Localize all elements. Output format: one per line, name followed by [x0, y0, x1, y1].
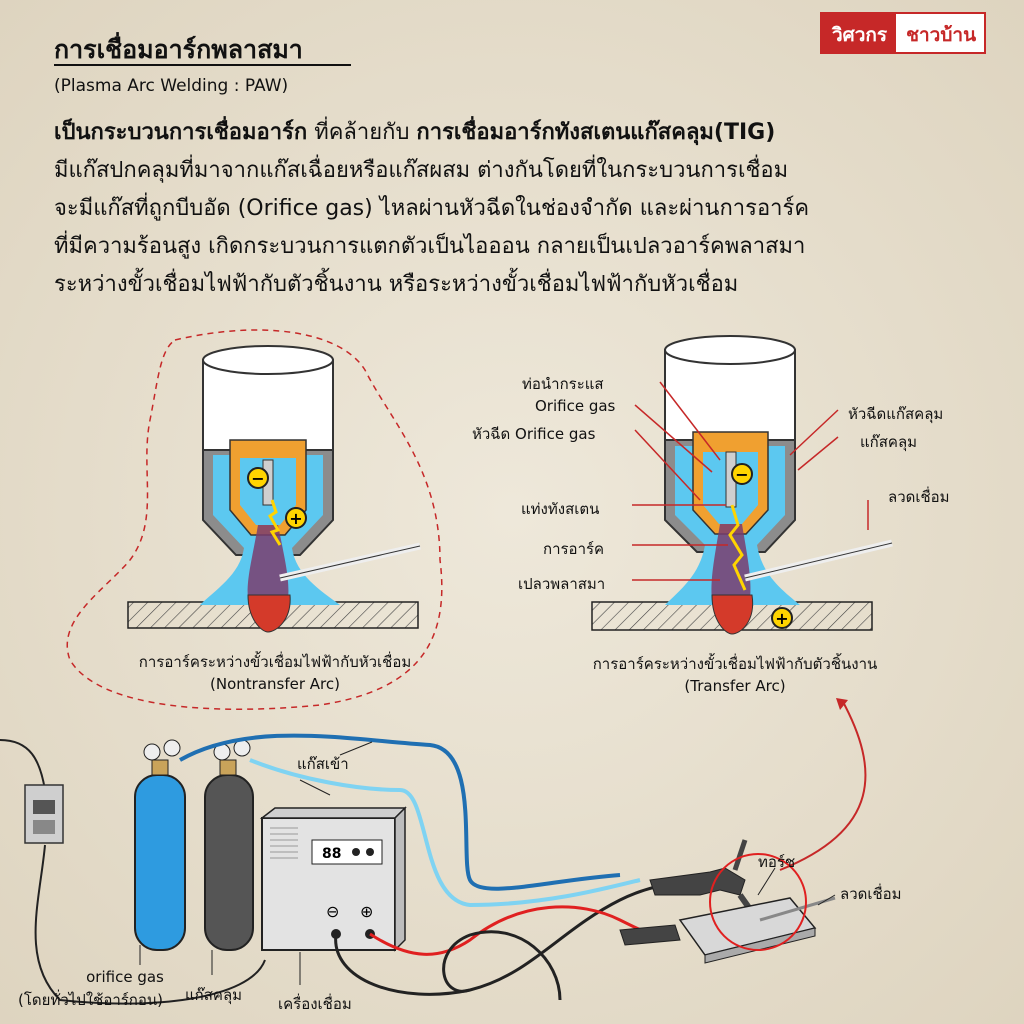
- gas-hose-cyan: [249, 758, 641, 908]
- plus-terminal-label: ⊕: [360, 902, 373, 921]
- label-tungsten: แท่งทังสเตน: [521, 500, 600, 518]
- body-line-4: ที่มีความร้อนสูง เกิดกระบวนการแตกตัวเป็น…: [54, 234, 806, 259]
- body-line-1: เป็นกระบวนการเชื่อมอาร์ก ที่คล้ายกับ การ…: [54, 114, 1004, 152]
- gas-hose-blue: [179, 733, 621, 891]
- welding-torch: [649, 867, 746, 896]
- ground-clamp: [619, 924, 681, 946]
- minus-symbol: −: [251, 469, 264, 488]
- transfer-arc-diagram: − +: [591, 335, 893, 635]
- zoom-circle: [709, 853, 807, 951]
- left-caption: การอาร์คระหว่างขั้วเชื่อมไฟฟ้ากับหัวเชื่…: [138, 653, 412, 671]
- equipment-illustration: 88 ⊖ ⊕: [0, 698, 867, 1005]
- brand-badge: วิศวกร ชาวบ้าน: [820, 12, 987, 54]
- minus-terminal-label: ⊖: [326, 902, 339, 921]
- left-caption-en: (Nontransfer Arc): [210, 675, 340, 693]
- body-line-3: จะมีแก๊สที่ถูกบีบอัด (Orifice gas) ไหลผ่…: [54, 196, 810, 221]
- label-orifice-gas: Orifice gas: [535, 397, 616, 415]
- body-line-5: ระหว่างขั้วเชื่อมไฟฟ้ากับตัวชิ้นงาน หรือ…: [54, 272, 739, 297]
- label-orifice-tank: orifice gas: [86, 968, 164, 986]
- body-line-2: มีแก๊สปกคลุมที่มาจากแก๊สเฉื่อยหรือแก๊สผส…: [54, 158, 789, 183]
- label-filler-rod: ลวดเชื่อม: [840, 885, 902, 903]
- machine-display: 88: [322, 846, 341, 862]
- label-arc: การอาร์ค: [543, 540, 605, 558]
- brand-right: ชาวบ้าน: [906, 24, 977, 46]
- brand-left: วิศวกร: [822, 14, 897, 52]
- label-filler: ลวดเชื่อม: [888, 488, 950, 506]
- label-shield-nozzle: หัวฉีดแก๊สคลุม: [848, 405, 944, 423]
- title-underline: [54, 64, 351, 66]
- minus-symbol: −: [735, 465, 748, 484]
- label-current-tube: ท่อนำกระแส: [522, 375, 604, 393]
- description-text: เป็นกระบวนการเชื่อมอาร์ก ที่คล้ายกับ การ…: [54, 114, 1004, 304]
- arc-bolt: [728, 504, 747, 591]
- welding-machine: [261, 817, 396, 951]
- body-bold-b: การเชื่อมอาร์กทังสเตนแก๊สคลุม(TIG): [416, 120, 776, 145]
- right-caption-en: (Transfer Arc): [684, 677, 786, 695]
- label-shield-tank: แก๊สคลุม: [185, 986, 243, 1004]
- page-title: การเชื่อมอาร์กพลาสมา: [54, 35, 303, 64]
- right-caption: การอาร์คระหว่างขั้วเชื่อมไฟฟ้ากับตัวชิ้น…: [592, 655, 878, 673]
- filler-rod: [759, 896, 836, 922]
- label-gas-in: แก๊สเข้า: [297, 755, 349, 773]
- orifice-gas-tank: [134, 774, 186, 951]
- label-welding-machine: เครื่องเชื่อม: [278, 995, 352, 1013]
- label-torch: ทอร์ช: [758, 853, 796, 871]
- label-shield-gas: แก๊สคลุม: [860, 433, 918, 451]
- arc-bolt: [268, 499, 282, 546]
- dashed-outline: [66, 329, 443, 710]
- positive-cable: [369, 905, 661, 956]
- plus-symbol: +: [289, 509, 302, 528]
- label-plasma: เปลวพลาสมา: [518, 575, 606, 593]
- weld-pool: [247, 594, 291, 633]
- plus-symbol: +: [775, 609, 788, 628]
- body-mid: ที่คล้ายกับ: [307, 120, 417, 145]
- body-bold-a: เป็นกระบวนการเชื่อมอาร์ก: [54, 120, 308, 145]
- page-subtitle: (Plasma Arc Welding : PAW): [54, 76, 289, 96]
- shield-gas-tank: [204, 774, 254, 951]
- nontransfer-arc-diagram: − +: [66, 329, 443, 710]
- zoom-arrow: [779, 699, 867, 871]
- label-orifice-nozzle: หัวฉีด Orifice gas: [472, 425, 596, 443]
- label-orifice-note: (โดยทั่วไปใช้อาร์กอน): [18, 991, 164, 1009]
- label-leaders: [632, 381, 869, 581]
- weld-pool: [711, 594, 754, 635]
